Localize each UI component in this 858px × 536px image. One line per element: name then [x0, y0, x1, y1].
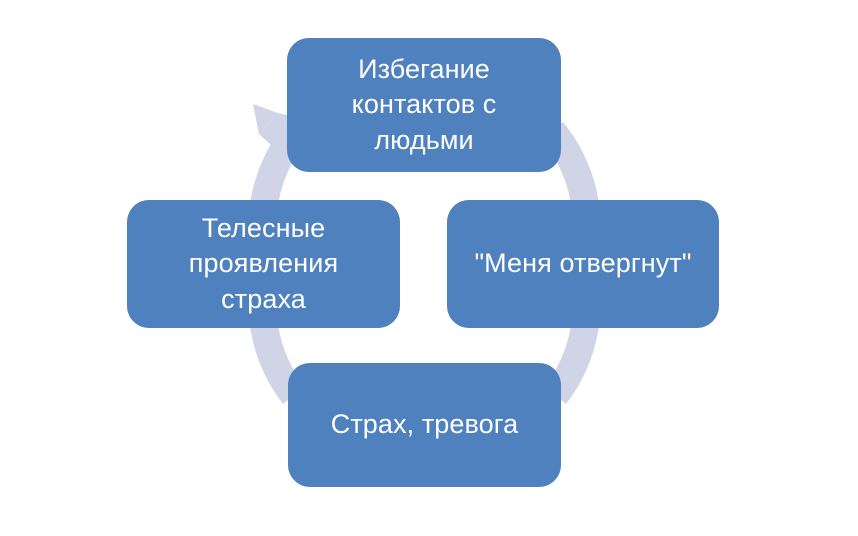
cycle-node-bodily-fear-label: Телесные проявления страха [188, 213, 339, 314]
cycle-node-fear-anxiety-label: Страх, тревога [330, 409, 519, 440]
cycle-node-avoidance[interactable]: Избегание контактов с людьми [287, 38, 561, 172]
cycle-node-fear-anxiety[interactable]: Страх, тревога [288, 363, 561, 487]
cycle-node-bodily-fear[interactable]: Телесные проявления страха [127, 200, 400, 328]
arrowhead-barb-icon [253, 104, 278, 134]
cycle-node-rejection-thought[interactable]: "Меня отвергнут" [447, 200, 719, 328]
cycle-node-avoidance-label: Избегание контактов с людьми [351, 54, 497, 155]
cycle-node-rejection-thought-label: "Меня отвергнут" [474, 248, 692, 279]
